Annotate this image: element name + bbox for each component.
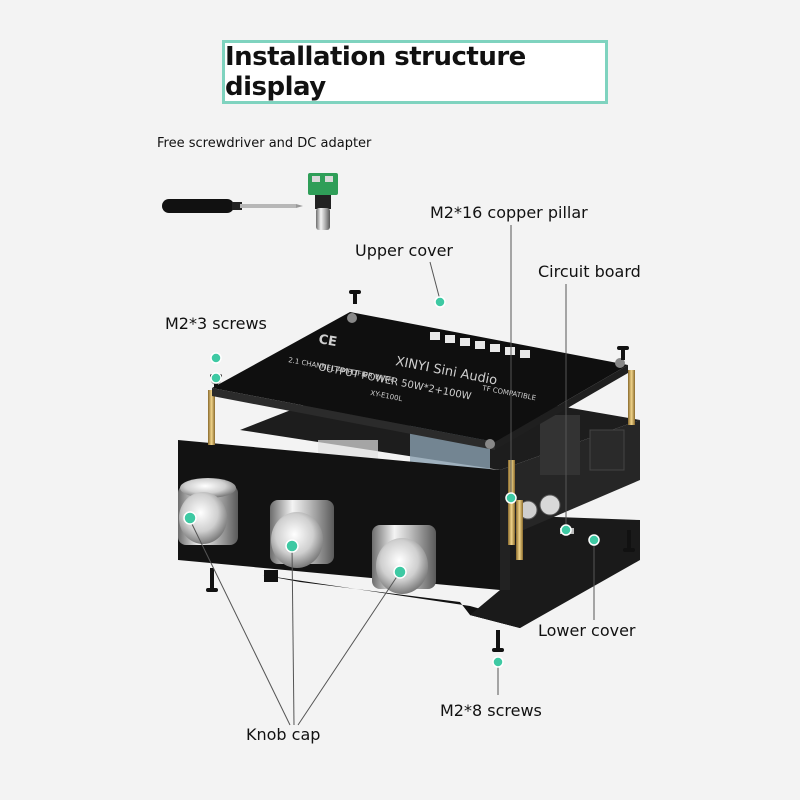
- label-knob-cap: Knob cap: [246, 725, 321, 744]
- accessories-caption: Free screwdriver and DC adapter: [157, 136, 372, 151]
- label-lower-cover: Lower cover: [538, 621, 636, 640]
- label-circuit-board: Circuit board: [538, 262, 641, 281]
- label-upper-cover: Upper cover: [355, 241, 454, 260]
- page-title: Installation structure display: [225, 42, 526, 102]
- ce-mark: CE: [317, 332, 338, 350]
- dc-adapter-icon: [308, 173, 338, 230]
- label-m2x3-screws: M2*3 screws: [165, 314, 267, 333]
- screwdriver-icon: [162, 199, 303, 213]
- label-m2x8-screws: M2*8 screws: [440, 701, 542, 720]
- callout-lines: [189, 225, 595, 726]
- knob-icon: [178, 478, 436, 594]
- label-copper-pillar: M2*16 copper pillar: [430, 203, 588, 222]
- title-box: Installation structure display: [222, 40, 608, 104]
- callout-dots: [183, 296, 600, 668]
- upper-cover: CE XINYI Sini Audio 2.1 CHANNEL AMPLIFIE…: [211, 312, 628, 450]
